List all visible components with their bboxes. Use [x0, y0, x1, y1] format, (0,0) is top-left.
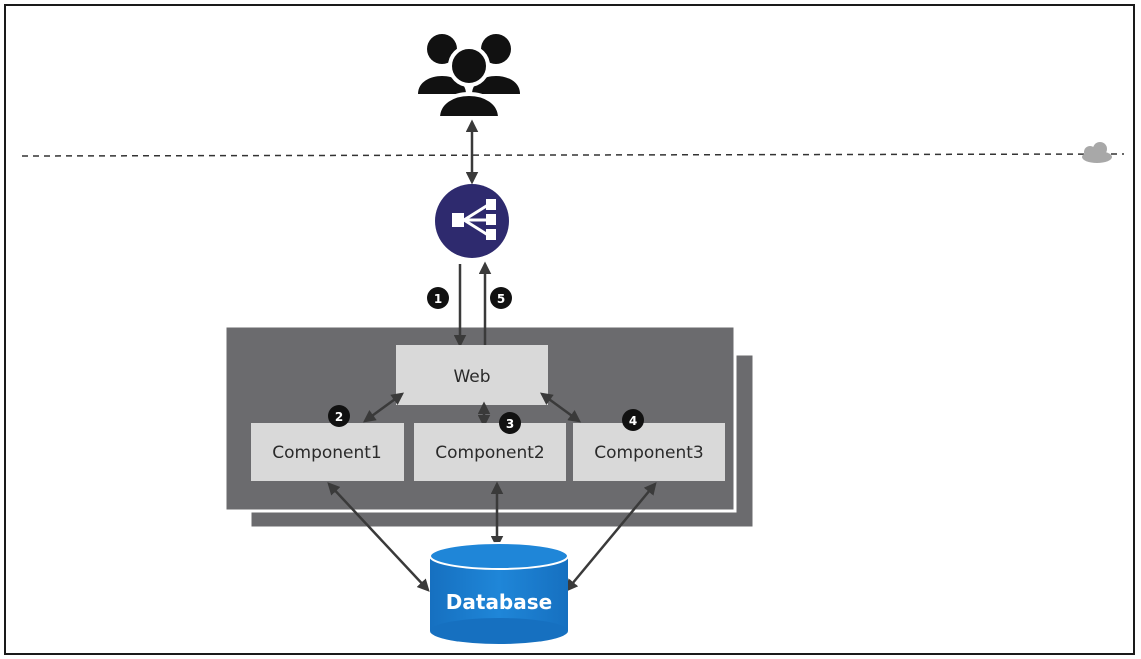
web-component3-arrow [539, 392, 582, 423]
svg-text:4: 4 [629, 414, 637, 428]
svg-text:3: 3 [506, 417, 514, 431]
component1-db-arrow [327, 482, 430, 592]
svg-text:Component2: Component2 [435, 443, 545, 463]
svg-text:Web: Web [453, 367, 490, 387]
component3-node: Component3 [573, 423, 725, 481]
step-badge-2: 2 [328, 405, 350, 427]
network-boundary-line [21, 153, 1125, 157]
step-badge-3: 3 [499, 412, 521, 434]
load-balancer-icon [435, 184, 509, 258]
web-component1-arrow [362, 392, 405, 423]
component2-node: Component2 [414, 423, 566, 481]
svg-text:1: 1 [434, 292, 442, 306]
diagram-frame [4, 4, 1135, 655]
web-node: Web [396, 345, 548, 405]
step-badge-1: 1 [427, 287, 449, 309]
svg-text:2: 2 [335, 410, 343, 424]
svg-text:Component1: Component1 [272, 443, 382, 463]
step-badge-5: 5 [490, 287, 512, 309]
svg-text:Database: Database [446, 590, 552, 614]
users-group-icon [418, 34, 520, 120]
step-badge-4: 4 [622, 409, 644, 431]
svg-text:5: 5 [497, 292, 505, 306]
cloud-icon [1082, 142, 1112, 163]
component3-db-arrow [565, 482, 657, 592]
database-node: Database [429, 542, 569, 644]
component1-node: Component1 [251, 423, 404, 481]
svg-text:Component3: Component3 [594, 443, 704, 463]
